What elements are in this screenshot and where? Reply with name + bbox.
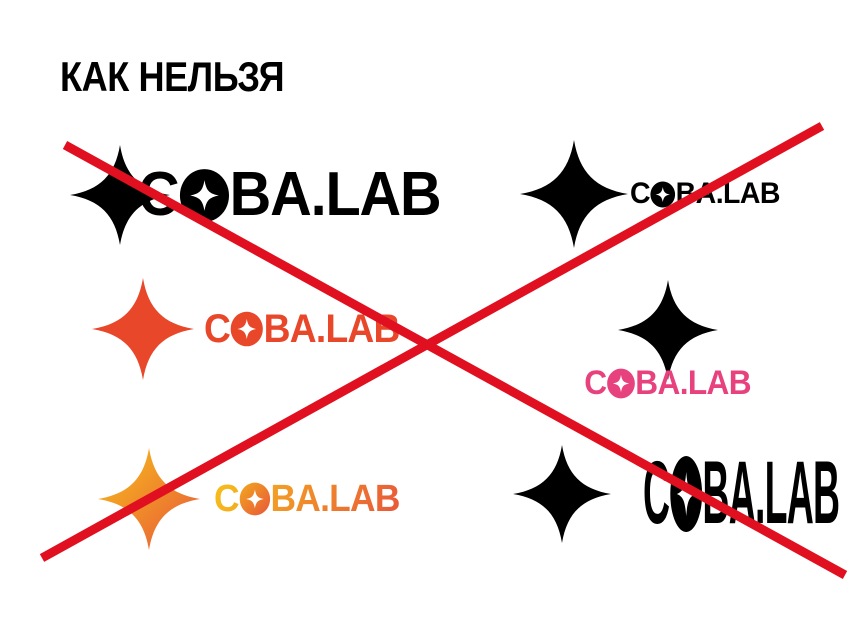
star-icon: [520, 140, 628, 248]
wordmark-part-2: BA.LAB: [229, 160, 442, 229]
wordmark-part-2: BA.LAB: [675, 177, 781, 210]
wordmark-part-1: C: [584, 364, 607, 402]
star-icon: [513, 445, 611, 543]
logo-example-oversized-star-small-text: C BA.LAB: [520, 140, 788, 248]
wordmark-part-1: C: [138, 160, 180, 229]
logo-example-overlap-star-on-text: C BA.LAB: [70, 145, 463, 245]
wordmark: C BA.LAB: [584, 366, 751, 400]
wordmark-part-1: C: [214, 478, 239, 520]
wordmark-part-1: C: [630, 177, 651, 210]
star-icon: [98, 448, 200, 550]
wordmark-part-2: BA.LAB: [635, 364, 751, 402]
wordmark-part-2: BA.LAB: [263, 307, 401, 351]
wordmark: C BA.LAB: [630, 179, 780, 209]
star-icon: [92, 278, 194, 380]
wordmark: C BA.LAB: [643, 444, 840, 544]
wordmark-part-2: BA.LAB: [270, 478, 400, 520]
wordmark-part-1: C: [204, 307, 231, 351]
star-o-icon: [239, 482, 271, 516]
star-o-icon: [606, 368, 635, 399]
logo-example-orange-recolor: C BA.LAB: [92, 278, 414, 380]
page-title: КАК НЕЛЬЗЯ: [60, 53, 285, 100]
wordmark: C BA.LAB: [138, 160, 442, 229]
wordmark: C BA.LAB: [204, 309, 400, 349]
logo-example-stretched-wordmark: C BA.LAB: [513, 445, 866, 543]
logo-example-gradient-fill: C BA.LAB: [98, 448, 414, 550]
wordmark: C BA.LAB: [214, 480, 400, 518]
star-o-icon: [230, 311, 263, 347]
wordmark-part-2: BA.LAB: [702, 444, 840, 544]
star-o-icon: [650, 181, 676, 208]
logo-example-stacked-mismatched-color: C BA.LAB: [578, 280, 757, 400]
star-o-icon: [178, 168, 229, 223]
star-o-icon: [669, 454, 702, 533]
wordmark-part-1: C: [643, 444, 670, 544]
